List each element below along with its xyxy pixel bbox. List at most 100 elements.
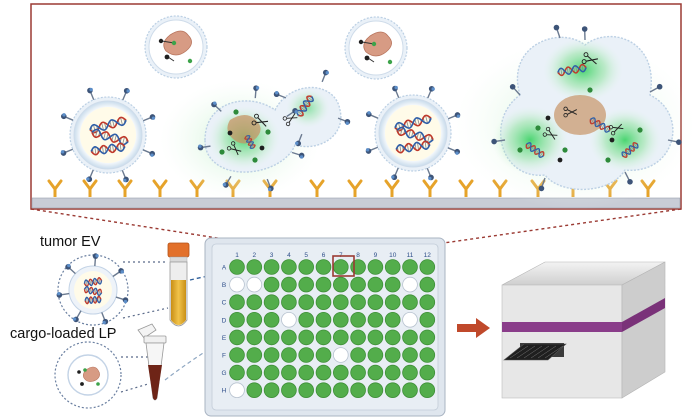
fusion-complex-1 [197, 69, 351, 192]
plate-well [384, 329, 401, 346]
plate-well [350, 347, 366, 363]
plate-well [281, 276, 297, 293]
plate-well [384, 364, 401, 381]
cargo-lp-label: cargo-loaded LP [10, 326, 117, 342]
scissors-icon [563, 106, 578, 118]
plate-well [281, 329, 297, 346]
plate-well [419, 329, 436, 346]
plate-well [229, 311, 245, 328]
plate-well [246, 347, 263, 363]
plate-column-label: 8 [356, 252, 360, 259]
plate-well [419, 347, 436, 363]
plate-column-label: 9 [374, 252, 378, 259]
plate-column-label: 12 [424, 252, 432, 259]
plate-well [263, 294, 280, 311]
plate-wells [229, 259, 436, 399]
microtube-icon [137, 323, 167, 401]
antibody-icon [82, 179, 98, 197]
plate-well [298, 276, 315, 293]
plate-well [402, 382, 418, 399]
plate-well [402, 294, 418, 311]
plate-well [246, 294, 263, 311]
plate-well [281, 382, 297, 399]
plate-column-label: 10 [389, 252, 397, 259]
plate-well [229, 364, 245, 381]
plate-well [298, 347, 315, 363]
plate-well [332, 382, 349, 399]
plate-well [281, 311, 297, 328]
plate-well [367, 294, 384, 311]
plate-well [384, 276, 401, 293]
dna-helix-icon [84, 295, 102, 305]
tumor-ev-2 [365, 85, 461, 181]
plate-well [332, 347, 349, 363]
plate-well [332, 294, 349, 311]
scissors-icon [282, 113, 298, 127]
plate-column-label: 1 [235, 252, 239, 259]
tumor-ev-inset [56, 253, 129, 326]
plate-column-label: 4 [287, 252, 291, 259]
plate-well [367, 311, 384, 328]
plate-column-label: 2 [252, 252, 256, 259]
plate-well [315, 382, 332, 399]
dna-helix-icon [621, 142, 639, 158]
dna-helix-icon [296, 95, 314, 117]
plate-well [298, 329, 315, 346]
tube-icon [167, 242, 190, 327]
plate-well [384, 294, 401, 311]
plate-well [384, 259, 401, 275]
plate-well [384, 347, 401, 363]
plate-well [402, 311, 418, 328]
plate-well [263, 347, 280, 363]
plate-well [350, 294, 366, 311]
antibody-icon [152, 179, 168, 197]
antibody-icon [458, 179, 474, 197]
plate-column-label: 11 [407, 252, 414, 259]
plate-well [263, 364, 280, 381]
plate-well [419, 259, 436, 275]
plate-well [298, 294, 315, 311]
dna-helix-icon [83, 285, 103, 297]
plate-well [229, 329, 245, 346]
plate-well [350, 259, 366, 275]
dna-helix-icon [244, 135, 256, 149]
plate-well [402, 259, 418, 275]
plate-well [367, 382, 384, 399]
plate-well [350, 329, 366, 346]
plate-well [229, 294, 245, 311]
plate-well [263, 259, 280, 275]
scissors-icon [581, 52, 599, 65]
plate-well [315, 311, 332, 328]
plate-well [419, 294, 436, 311]
plate-row-label: A [222, 265, 227, 272]
plate-row-label: B [222, 282, 226, 289]
dna-helix-icon [90, 142, 126, 156]
plate-reader-icon [501, 261, 666, 399]
plate-well [332, 364, 349, 381]
plate-well [315, 329, 332, 346]
plate-well [367, 276, 384, 293]
surface-bar [31, 197, 681, 209]
tumor-ev-1 [60, 87, 156, 183]
plate-well [281, 364, 297, 381]
scissors-icon [542, 126, 558, 140]
dna-helix-icon [589, 117, 611, 133]
ev-inset-connector-bottom [122, 307, 169, 319]
plate-well [350, 382, 366, 399]
antibody-icon [384, 179, 400, 197]
scissors-icon [226, 141, 242, 156]
plate-well [246, 259, 263, 275]
plate-well [315, 347, 332, 363]
plate-column-label: 5 [304, 252, 308, 259]
cargo-lp-1 [144, 15, 208, 79]
dna-helix-icon [525, 142, 545, 158]
plate-well [402, 329, 418, 346]
plate-row-label: C [222, 300, 227, 307]
plate-row-label: F [222, 353, 226, 360]
lp-inset-connector-bottom [120, 383, 149, 393]
plate-column-label: 3 [270, 252, 274, 259]
plate-well [332, 311, 349, 328]
plate-well [332, 259, 349, 275]
